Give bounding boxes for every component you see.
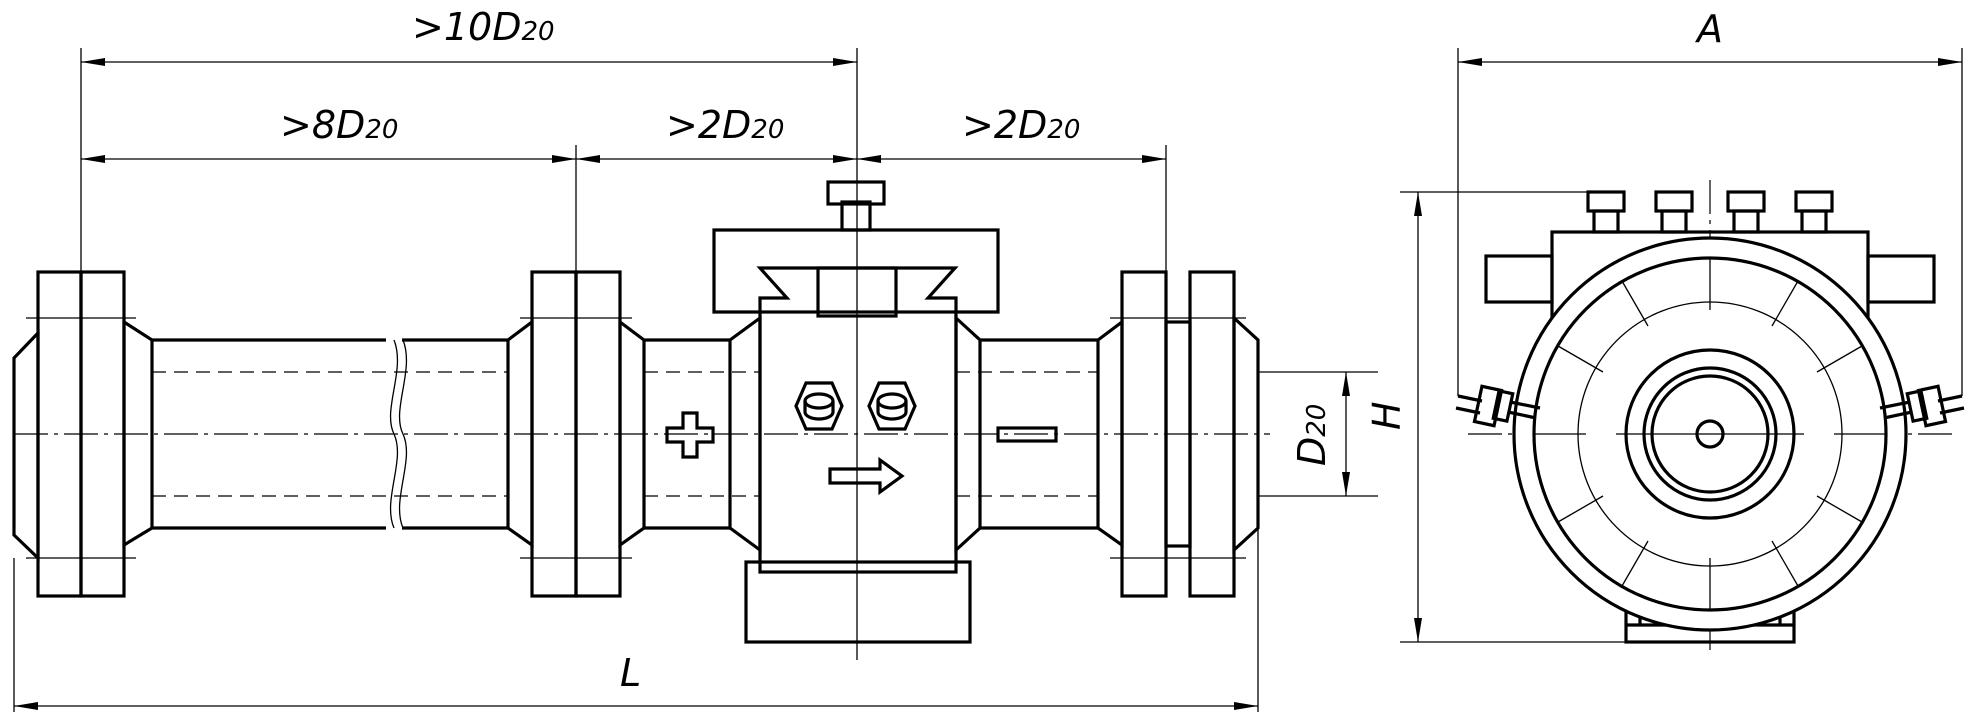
terminal-cap-icon bbox=[1586, 190, 1626, 234]
minus-symbol bbox=[996, 426, 1058, 443]
cable-gland-right-icon bbox=[1879, 384, 1965, 428]
hex-nut-icon bbox=[867, 381, 917, 431]
dim-length: L bbox=[620, 651, 641, 695]
dim-height: H bbox=[1365, 401, 1409, 430]
dim-diameter: D20 bbox=[1290, 404, 1334, 466]
extension-lines bbox=[13, 48, 1378, 712]
hex-nut-icon bbox=[794, 381, 844, 431]
upstream-pipe bbox=[152, 318, 534, 549]
dimension-lines bbox=[14, 58, 1350, 710]
end-view-housing bbox=[1455, 190, 1965, 644]
cable-gland-left-icon bbox=[1455, 384, 1541, 428]
terminal-cap-icon bbox=[1794, 190, 1834, 234]
side-view: >10D20 >8D20 >2D20 >2D20 L D20 bbox=[12, 5, 1378, 712]
dim-over-8d: >8D20 bbox=[280, 103, 398, 147]
dim-over-10d: >10D20 bbox=[412, 5, 555, 49]
plus-symbol bbox=[665, 411, 715, 459]
middle-flange bbox=[520, 270, 646, 598]
radial-lines bbox=[1534, 258, 1886, 610]
terminal-cap-icon bbox=[1726, 190, 1766, 234]
dim-over-2d-upstream: >2D20 bbox=[666, 103, 784, 147]
end-view-extension-lines bbox=[1400, 48, 1963, 643]
flow-arrow-icon bbox=[828, 456, 905, 496]
terminal-cap-icon bbox=[1654, 190, 1694, 234]
end-view: A H bbox=[1365, 7, 1965, 650]
dim-width: A bbox=[1694, 7, 1723, 51]
dim-over-2d-downstream: >2D20 bbox=[962, 103, 1080, 147]
inlet-flange bbox=[12, 270, 154, 598]
